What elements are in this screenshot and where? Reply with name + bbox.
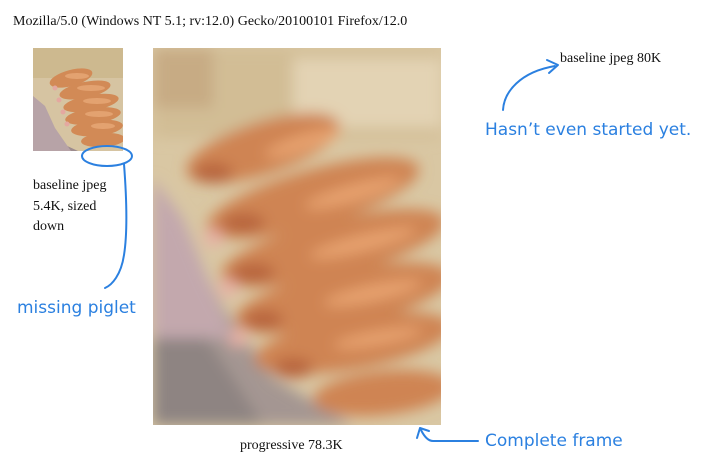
- not-started-arrow-line: [502, 65, 556, 111]
- complete-frame-arrow-line: [420, 429, 479, 442]
- not-started-annotation: Hasn’t even started yet.: [485, 120, 692, 140]
- progressive-caption: progressive 78.3K: [240, 438, 343, 453]
- thumbnail-caption-line-1: baseline jpeg: [33, 178, 107, 193]
- complete-frame-arrow-head: [416, 427, 430, 439]
- progressive-image: [153, 48, 441, 425]
- missing-piglet-annotation: missing piglet: [17, 298, 136, 318]
- complete-frame-annotation: Complete frame: [485, 431, 623, 451]
- user-agent-string: Mozilla/5.0 (Windows NT 5.1; rv:12.0) Ge…: [13, 14, 408, 29]
- thumbnail-caption: baseline jpeg 5.4K, sized down: [33, 176, 123, 238]
- thumbnail-caption-line-3: down: [33, 219, 65, 234]
- not-started-arrow-head: [546, 59, 559, 74]
- thumbnail-caption-line-2: 5.4K, sized: [33, 198, 97, 214]
- baseline-large-caption: baseline jpeg 80K: [560, 51, 662, 66]
- thumbnail-image: [33, 48, 123, 151]
